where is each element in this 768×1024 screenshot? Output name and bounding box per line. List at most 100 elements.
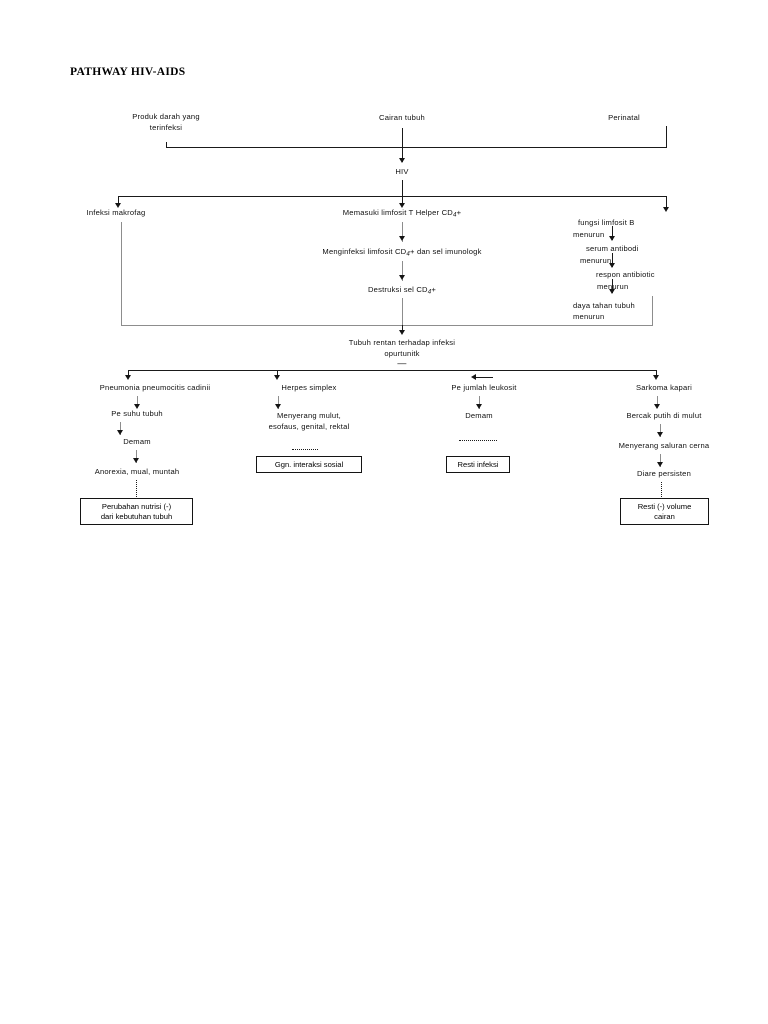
arrowhead-col3-1 — [476, 404, 482, 409]
node-col2-head: Herpes simplex — [281, 383, 337, 392]
node-lymphb-3: respon antibiotic — [596, 270, 655, 279]
connector-convergence-bus — [121, 325, 653, 326]
connector-col2-stub — [277, 370, 278, 378]
node-col4-step1: Bercak putih di mulut — [626, 411, 702, 420]
connector-col3-dashed — [459, 440, 497, 441]
connector-split-left — [118, 196, 119, 206]
node-tubuh-rentan: Tubuh rentan terhadap infeksi opurtunitk — [292, 338, 512, 359]
node-col2-step1-line1: Menyerang mulut, — [277, 411, 341, 420]
node-lymphb-4: daya tahan tubuh — [573, 301, 635, 310]
node-col3-head: Pe jumlah leukosit — [451, 383, 517, 392]
outcome-box-col4: Resti (-) volume cairan — [620, 498, 709, 525]
outcome-box-col3: Resti infeksi — [446, 456, 510, 473]
connector-col2-dashed — [292, 449, 318, 450]
connector-col2-1 — [278, 396, 279, 409]
arrowhead-lymphb-3 — [609, 289, 615, 294]
connector-blood-products-stub — [166, 142, 167, 148]
connector-source-bus — [166, 147, 667, 148]
node-lymphb-1: fungsi limfosit B — [578, 218, 635, 227]
connector-split-bus — [118, 196, 666, 197]
connector-split-center — [402, 196, 403, 206]
node-menginfeksi-limfosit-post: + dan sel imunologk — [410, 247, 482, 256]
arrowhead-to-hiv — [399, 158, 405, 163]
node-col1-step1: Pe suhu tubuh — [111, 409, 163, 418]
connector-col1-1 — [137, 396, 138, 408]
arrowhead-col1-3 — [133, 458, 139, 463]
node-col1-head: Pneumonia pneumocitis cadinii — [99, 383, 211, 392]
connector-center-1 — [402, 222, 403, 242]
connector-col1-stub — [128, 370, 129, 378]
arrowhead-to-lymph-b — [663, 207, 669, 212]
node-destruksi-cd4: Destruksi sel CD4+ — [368, 285, 436, 298]
connector-col4-dashed — [661, 482, 662, 497]
connector-lymphb-1 — [612, 226, 613, 240]
arrowhead-col3-left — [471, 374, 476, 380]
arrowhead-col1-2 — [117, 430, 123, 435]
connector-lymphb-down — [652, 296, 653, 325]
node-menginfeksi-limfosit: Menginfeksi limfosit CD4+ dan sel imunol… — [322, 247, 481, 260]
source-perinatal: Perinatal — [608, 113, 640, 122]
node-tubuh-rentan-line1: Tubuh rentan terhadap infeksi — [348, 338, 456, 347]
outcome-col3-line1: Resti infeksi — [457, 459, 499, 469]
connector-col4-1 — [657, 396, 658, 408]
connector-macrophage-down — [121, 222, 122, 325]
connector-col1-3 — [136, 450, 137, 463]
connector-split-right — [666, 196, 667, 210]
outcome-col2-line1: Ggn. interaksi sosial — [274, 459, 344, 469]
node-col1-step2: Demam — [123, 437, 151, 446]
source-blood-products-line2: terinfeksi — [149, 122, 183, 132]
node-col2-step1-line2: esofaus, genital, rektal — [268, 421, 350, 431]
arrowhead-col4 — [653, 375, 659, 380]
node-menginfeksi-limfosit-sub: 4 — [406, 250, 411, 258]
arrowhead-col1-1 — [134, 404, 140, 409]
node-memasuki-limfosit-sub: 4 — [452, 211, 457, 219]
connector-col3-1 — [479, 396, 480, 409]
node-memasuki-limfosit-post: + — [456, 208, 462, 217]
node-destruksi-cd4-sub: 4 — [427, 288, 432, 296]
node-lymphb-1b: menurun — [573, 230, 605, 239]
arrowhead-col4-3 — [657, 462, 663, 467]
node-col4-step2: Menyerang saluran cerna — [618, 441, 710, 450]
node-lymphb-2: serum antibodi — [586, 244, 639, 253]
node-infeksi-makrofag: Infeksi makrofag — [86, 208, 146, 217]
node-lymphb-4b: menurun — [573, 312, 605, 321]
node-col4-head: Sarkoma kapari — [636, 383, 692, 392]
source-body-fluid: Cairan tubuh — [379, 113, 425, 122]
node-menginfeksi-limfosit-text: Menginfeksi limfosit CD — [322, 247, 407, 256]
outcome-box-col2: Ggn. interaksi sosial — [256, 456, 362, 473]
connector-center-2 — [402, 261, 403, 281]
node-col2-step1: Menyerang mulut, esofaus, genital, rekta… — [219, 411, 399, 432]
node-memasuki-limfosit-text: Memasuki limfosit T Helper CD — [342, 208, 453, 217]
connector-perinatal-stub — [666, 126, 667, 148]
arrowhead-col1 — [125, 375, 131, 380]
outcome-box-col1: Perubahan nutrisi (-) dari kebutuhan tub… — [80, 498, 193, 525]
connector-col4-stub — [656, 370, 657, 378]
connector-convergence-down — [402, 325, 403, 333]
connector-col1-dashed — [136, 480, 137, 497]
arrowhead-lymphb-1 — [609, 236, 615, 241]
connector-bus-to-hiv — [402, 148, 403, 162]
outcome-col4-line2: cairan — [654, 511, 675, 521]
outcome-col4-line1: Resti (-) volume — [637, 501, 692, 511]
node-memasuki-limfosit: Memasuki limfosit T Helper CD4+ — [343, 208, 461, 221]
node-dash-mark: — — [397, 358, 407, 368]
connector-col1-2 — [120, 422, 121, 435]
arrowhead-lymphb-2 — [609, 263, 615, 268]
node-lymphb-2b: menurun — [580, 256, 612, 265]
node-destruksi-cd4-post: + — [431, 285, 437, 294]
connector-distribution-bus — [128, 370, 656, 371]
arrowhead-col2-1 — [275, 404, 281, 409]
connector-col3-left — [476, 377, 493, 378]
connector-lymphb-3 — [612, 279, 613, 293]
connector-col4-2 — [660, 424, 661, 437]
connector-body-fluid-stub — [402, 128, 403, 148]
page-title: PATHWAY HIV-AIDS — [70, 66, 186, 78]
connector-lymphb-2 — [612, 253, 613, 267]
connector-col4-3 — [660, 454, 661, 467]
arrowhead-center-2 — [399, 275, 405, 280]
node-col1-step3: Anorexia, mual, muntah — [94, 467, 180, 476]
arrowhead-col4-2 — [657, 432, 663, 437]
arrowhead-to-macrophage — [115, 203, 121, 208]
node-destruksi-cd4-text: Destruksi sel CD — [367, 285, 428, 294]
source-blood-products: Produk darah yang terinfeksi — [101, 112, 231, 133]
